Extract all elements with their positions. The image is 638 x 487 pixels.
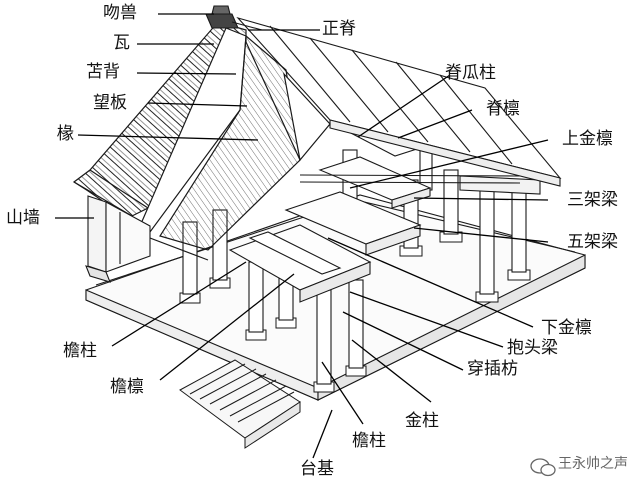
label-yanzhu-left: 檐柱 [63, 341, 97, 361]
label-jilin: 脊檩 [486, 99, 520, 119]
label-yanzhu-right: 檐柱 [352, 431, 386, 451]
label-wa: 瓦 [113, 33, 130, 53]
pointer-lines [55, 13, 549, 459]
label-taiji: 台基 [300, 459, 334, 479]
label-sanjialiang: 三架梁 [567, 190, 618, 210]
label-baotouliang: 抱头梁 [507, 338, 558, 358]
label-wangban: 望板 [93, 93, 127, 113]
beams [228, 121, 541, 303]
label-kubei: 苫背 [86, 62, 120, 82]
left-roof [72, 21, 331, 261]
ridge-ornament [205, 5, 263, 31]
label-jiguazhu: 脊瓜柱 [445, 63, 496, 83]
watermark-icon [530, 458, 556, 477]
label-wujialiang: 五架梁 [567, 232, 618, 252]
label-chuan: 椽 [57, 124, 74, 144]
label-zhengji: 正脊 [322, 19, 356, 39]
watermark-text: 王永帅之声 [558, 456, 628, 472]
watermark: 王永帅之声 [558, 453, 628, 473]
right-roof [236, 16, 562, 187]
label-shangjinlin: 上金檩 [562, 129, 613, 149]
label-yanlin: 檐檩 [110, 377, 144, 397]
label-jinzhu: 金柱 [405, 411, 439, 431]
label-shanqiang: 山墙 [6, 208, 40, 228]
gable-wall [85, 195, 151, 283]
label-chuanchafang: 穿插枋 [467, 359, 518, 379]
label-xiajinlin: 下金檩 [541, 318, 592, 338]
stone-steps [179, 359, 301, 449]
label-wenshou: 吻兽 [103, 3, 137, 23]
